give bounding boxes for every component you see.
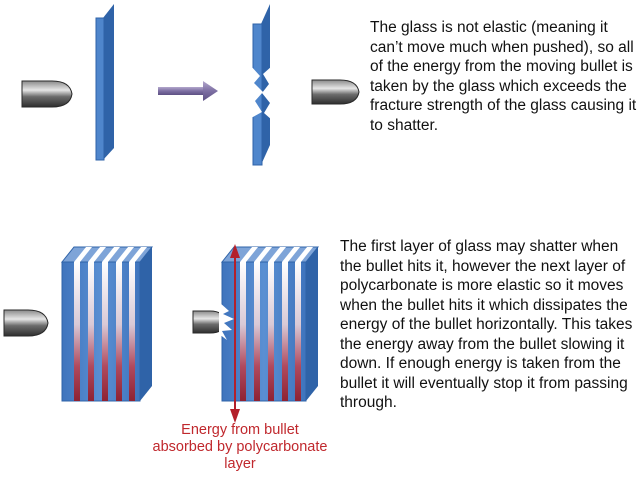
- polycarbonate-layer: [88, 262, 94, 401]
- bullet-before-impact: [21, 80, 73, 108]
- glass-pane-intact: [95, 4, 114, 161]
- polycarbonate-layer: [268, 262, 274, 401]
- top-panel-description: The glass is not elastic (meaning it can…: [370, 19, 637, 134]
- polycarbonate-layer: [102, 262, 108, 401]
- polycarbonate-layer: [129, 262, 135, 401]
- energy-absorbed-caption: Energy from bullet absorbed by polycarbo…: [152, 422, 328, 472]
- polycarbonate-layer: [116, 262, 122, 401]
- process-arrow: [158, 81, 218, 101]
- polycarbonate-layer: [254, 262, 260, 401]
- bottom-panel-description: The first layer of glass may shatter whe…: [340, 238, 633, 411]
- glass-pane-shattered: [251, 4, 272, 166]
- laminated-glass-block-impacted: [219, 246, 320, 402]
- bullet-approaching-laminate: [3, 309, 49, 337]
- polycarbonate-layer: [74, 262, 80, 401]
- impact-burst: [219, 302, 234, 340]
- polycarbonate-layer: [282, 262, 288, 401]
- laminated-glass-block: [60, 246, 154, 402]
- bullet-after-impact: [311, 79, 360, 105]
- polycarbonate-layer: [240, 262, 246, 401]
- polycarbonate-layer: [295, 262, 301, 401]
- energy-dissipation-arrow: [230, 244, 240, 423]
